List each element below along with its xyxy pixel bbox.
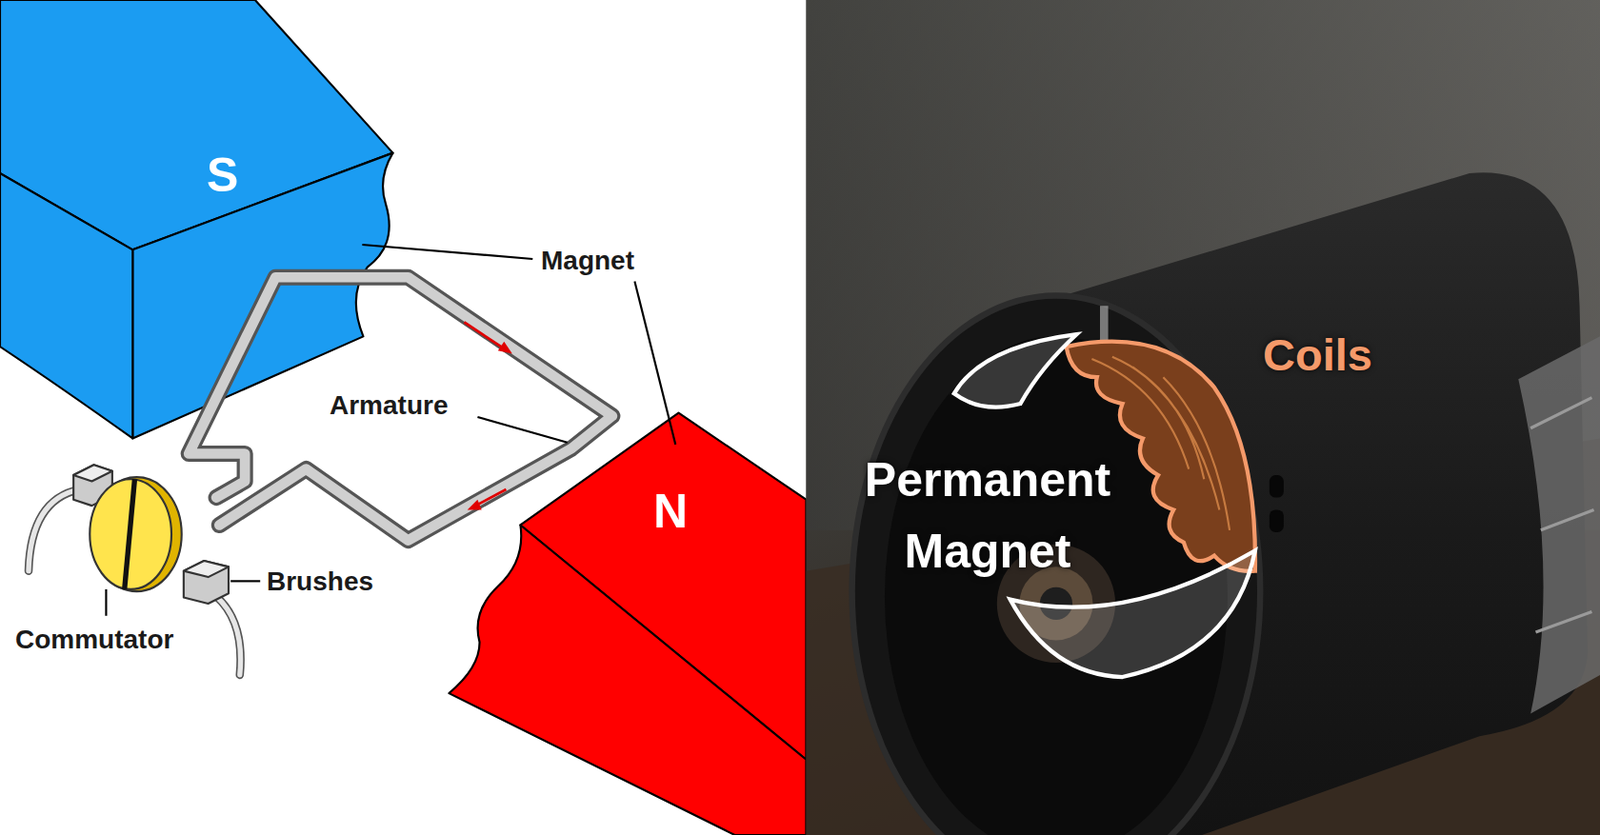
pole-letter: S bbox=[206, 147, 239, 203]
rim-slot bbox=[1269, 475, 1284, 499]
rim-slot bbox=[1269, 509, 1284, 533]
brush bbox=[73, 464, 229, 604]
part-label: Brushes bbox=[266, 566, 374, 598]
north-magnet bbox=[448, 413, 806, 835]
left-ground bbox=[0, 0, 806, 835]
part-label: Armature bbox=[329, 390, 448, 421]
photo-label: Coils bbox=[1262, 328, 1373, 381]
south-magnet bbox=[0, 0, 394, 439]
pole-letter: N bbox=[653, 483, 688, 540]
foil-tape bbox=[1530, 398, 1594, 633]
magnet-pole: S bbox=[199, 143, 246, 207]
leader-line bbox=[105, 244, 676, 617]
foil-tape bbox=[1518, 336, 1600, 714]
magnet-outline bbox=[954, 334, 1078, 407]
commutator bbox=[89, 477, 181, 592]
part-label: Commutator bbox=[15, 624, 174, 656]
armature-loop bbox=[188, 277, 613, 540]
photo-label: Permanent Magnet bbox=[825, 444, 1150, 588]
magnet-pole: N bbox=[645, 480, 696, 543]
current-arrow bbox=[464, 321, 513, 510]
part-label: Magnet bbox=[540, 245, 635, 277]
